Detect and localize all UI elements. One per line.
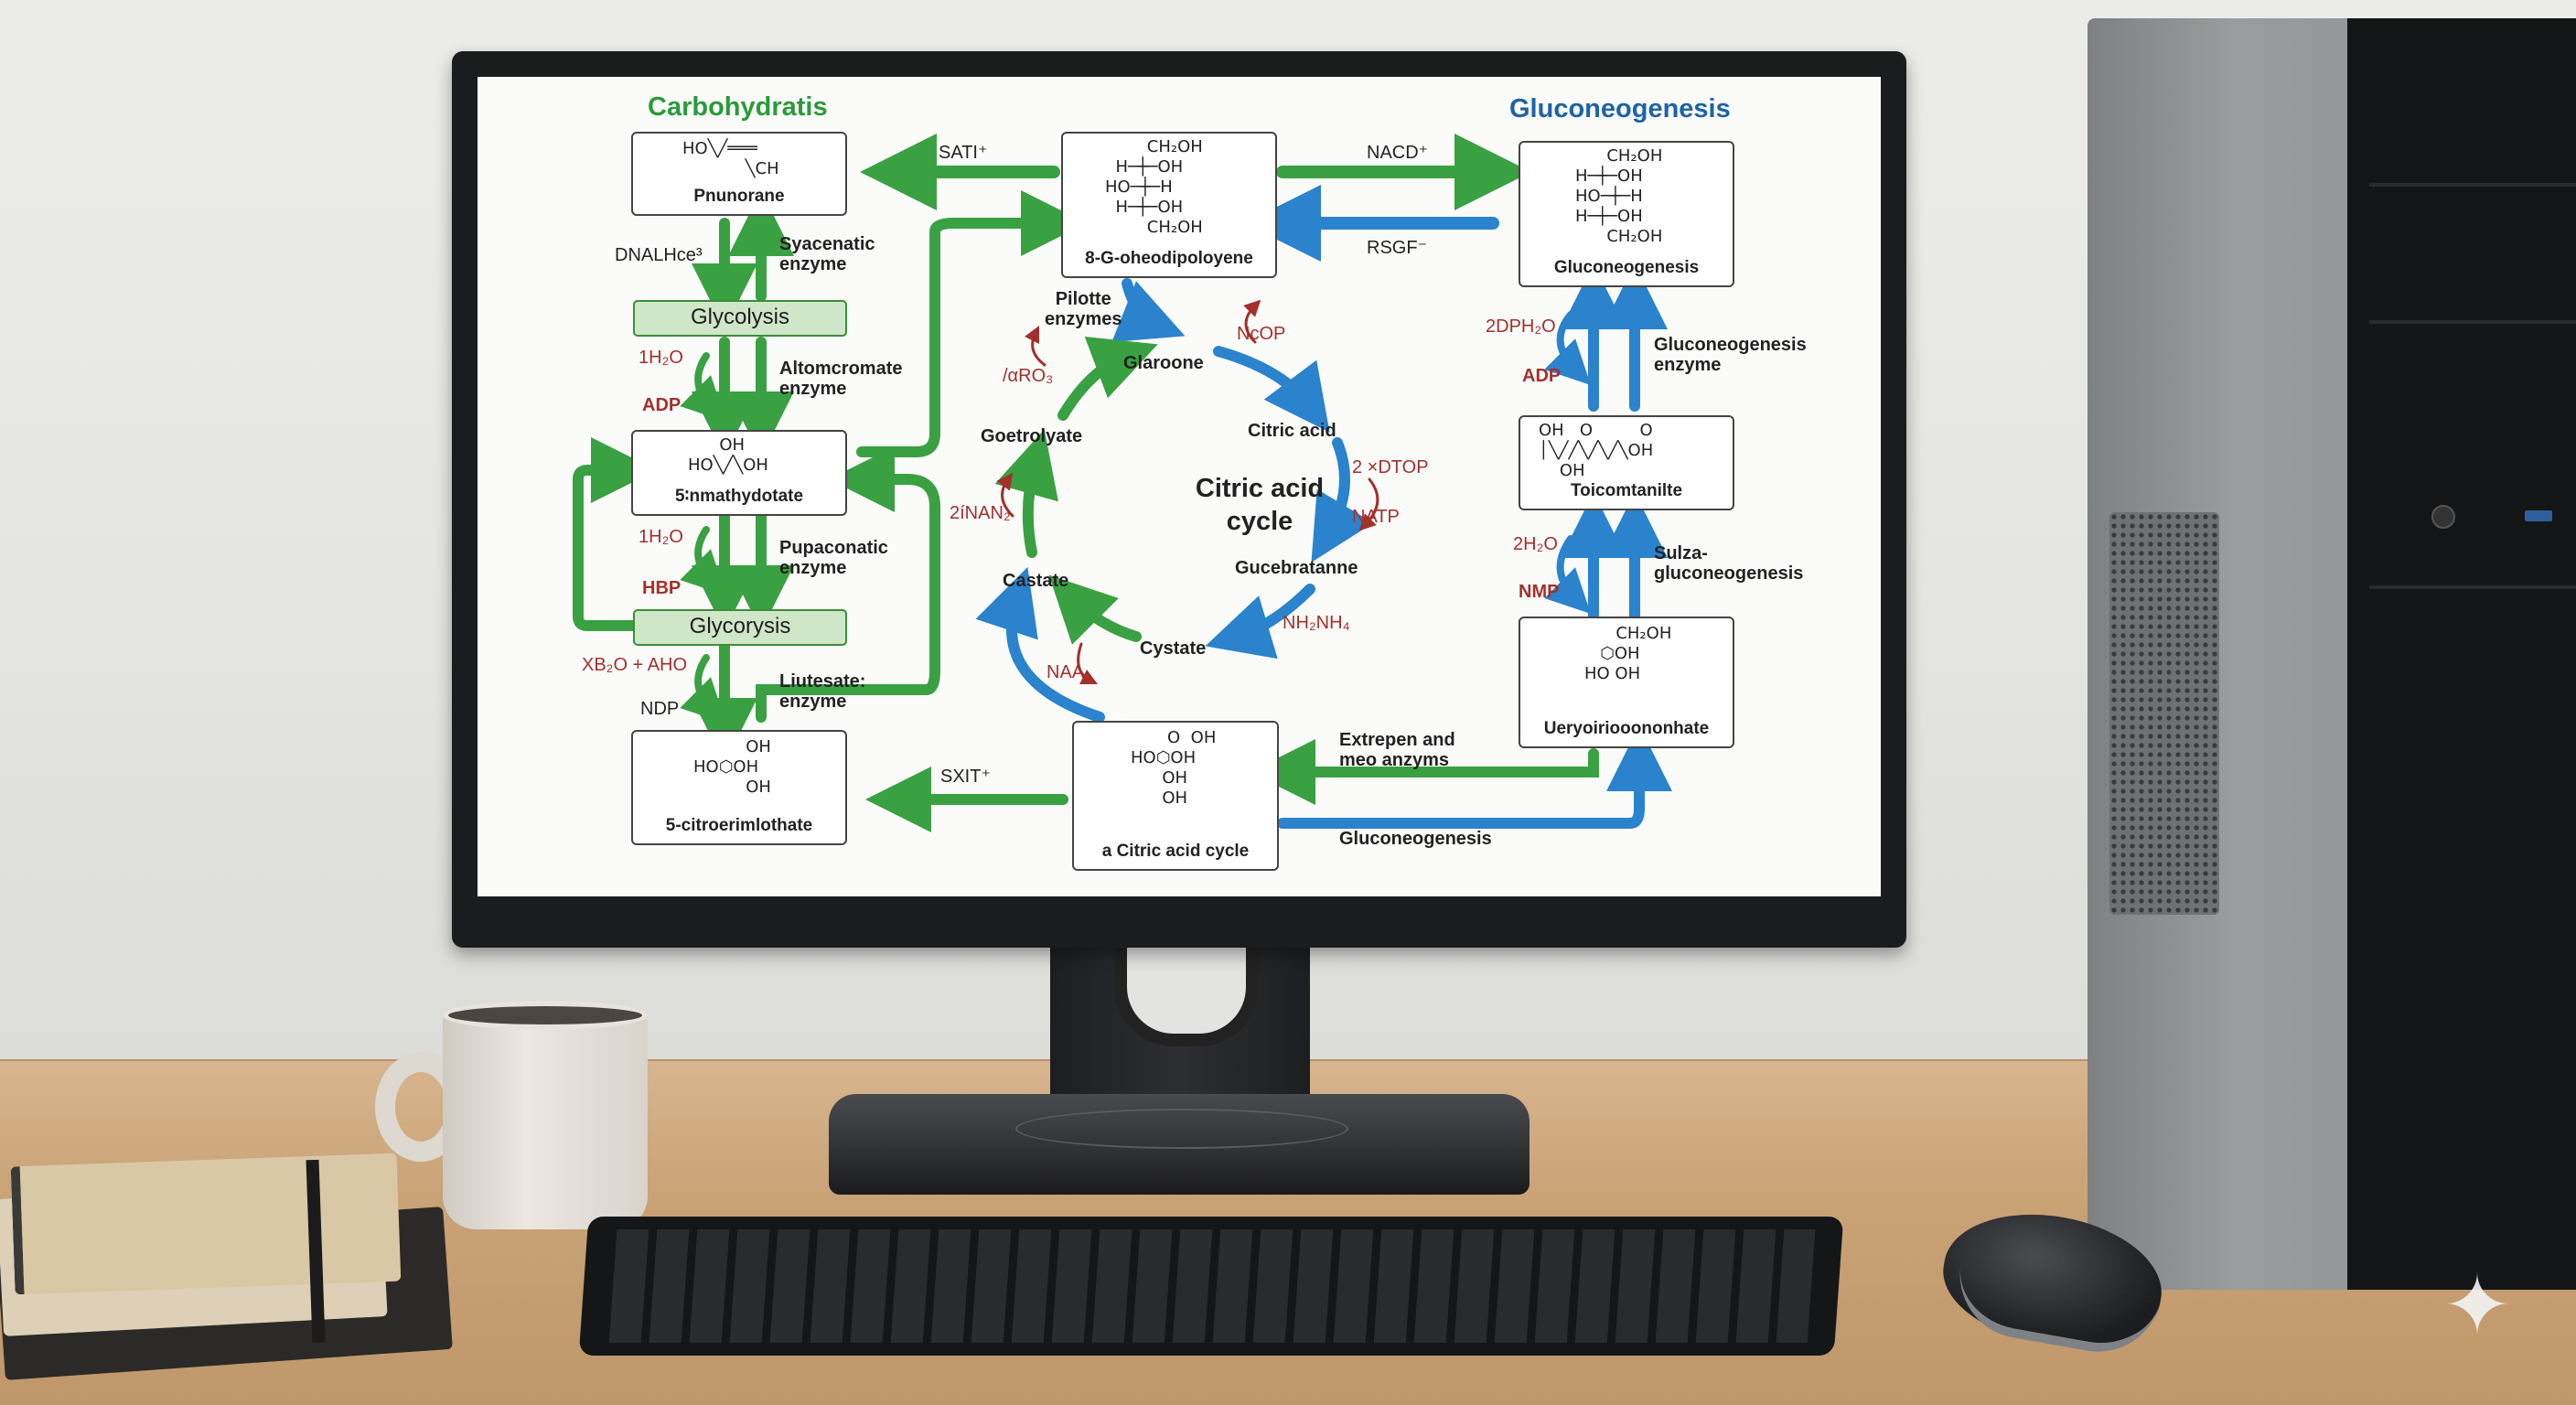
carbohydrates-title: Carbohydratis: [648, 92, 828, 122]
label-sati: SATI⁺: [939, 143, 988, 163]
usb-port: [2525, 510, 2552, 521]
label-pilotte-enzymes: Pilotte enzymes: [1045, 289, 1122, 329]
citric-acid-cycle-title: Citric acid cycle: [1195, 474, 1325, 536]
label-2dph2o: 2DPH₂O: [1486, 316, 1556, 337]
stand-base-ring: [1015, 1109, 1348, 1149]
label-h2o-2: 1H₂O: [639, 527, 683, 547]
molecule-structure: OH HO⬡OH OH: [693, 737, 771, 797]
label-h2o-1: 1H₂O: [639, 348, 683, 368]
molecule-box-gluconeogenesis[interactable]: CH₂OH H─┼─OH HO─┼─H H─┼─OH CH₂OH Glucone…: [1519, 141, 1734, 287]
label-rsgf: RSGF⁻: [1367, 238, 1428, 258]
molecule-box-right-mid[interactable]: OH O O │╲╱╱╲╱╲╱╲OH OH Toicomtanilte: [1519, 415, 1734, 510]
label-aro3: /αRO₃: [1003, 366, 1054, 386]
label-gluconeogenesis-enzyme: Gluconeogenesis enzyme: [1654, 335, 1807, 375]
drive-bay-divider: [2369, 320, 2576, 324]
label-hbp: HBP: [642, 578, 682, 598]
glycorysis-pill: Glycorysis: [633, 609, 847, 646]
sparkle-icon: ✦: [2442, 1260, 2512, 1352]
label-goetrolyate: Goetrolyate: [981, 426, 1083, 446]
label-ncop: NcOP: [1237, 324, 1286, 344]
label-sulza-gluconeogenesis: Sulza- gluconeogenesis: [1654, 543, 1804, 584]
label-ndp: NDP: [640, 699, 680, 719]
side-vent: [2109, 512, 2219, 915]
label-adp-right: ADP: [1522, 366, 1562, 386]
molecule-box-right-bottom[interactable]: CH₂OH ⬡OH HO OH Ueryoiriooononhate: [1519, 617, 1734, 748]
molecule-box-center-bottom[interactable]: O OH HO⬡OH OH OH a Citric acid cycle: [1072, 721, 1279, 871]
label-dnalhce: DNALHce³: [615, 245, 703, 265]
label-anh2: 2íNAN₂: [950, 503, 1011, 523]
drive-bay-divider: [2369, 585, 2576, 589]
drive-bay-divider: [2369, 183, 2576, 187]
label-liutesate-enzyme: Liutesate: enzyme: [779, 671, 866, 712]
label-cystate: Cystate: [1140, 638, 1207, 659]
molecule-structure: OH HO╲╱╲OH: [688, 435, 768, 475]
molecule-name: 5∶nmathydotate: [674, 487, 804, 506]
monitor-screen: Carbohydratis Gluconeogenesis Citric aci…: [478, 77, 1881, 896]
label-gluconeogenesis-bottom: Gluconeogenesis: [1339, 829, 1492, 849]
molecule-structure: CH₂OH H─┼─OH HO─┼─H H─┼─OH CH₂OH: [1575, 146, 1663, 246]
label-nh2nh4: NH₂NH₄: [1283, 613, 1350, 633]
molecule-name: Ueryoiriooononhate: [1543, 719, 1710, 738]
molecule-name: Toicomtanilte: [1570, 481, 1683, 500]
molecule-structure: CH₂OH H─┼─OH HO─┼─H H─┼─OH CH₂OH: [1105, 137, 1203, 237]
label-extrepen-enzymes: Extrepen and meo anzyms: [1339, 730, 1455, 770]
molecule-box-top-center[interactable]: CH₂OH H─┼─OH HO─┼─H H─┼─OH CH₂OH 8-G-ohe…: [1061, 132, 1277, 278]
gluconeogenesis-title: Gluconeogenesis: [1509, 94, 1731, 123]
glycolysis-pill: Glycolysis: [633, 300, 847, 337]
molecule-box-pnunorane[interactable]: HO╲╱═══ ╲CH Pnunorane: [631, 132, 847, 216]
molecule-name: Pnunorane: [693, 187, 785, 206]
label-sxit: SXIT⁺: [940, 767, 992, 787]
mug-rim: [443, 1001, 648, 1030]
label-nmp: NMP: [1519, 582, 1560, 602]
label-pupaconatic-enzyme: Pupaconatic enzyme: [779, 538, 888, 578]
molecule-structure: O OH HO⬡OH OH OH: [1131, 728, 1217, 808]
coffee-mug: [443, 1010, 648, 1229]
molecule-name: a Citric acid cycle: [1101, 842, 1250, 861]
label-natp: NATP: [1352, 507, 1400, 527]
label-2xdtop: 2 ×DTOP: [1352, 457, 1429, 477]
label-adp-1: ADP: [642, 395, 682, 415]
label-xb2o: XB₂O + AHO: [582, 655, 688, 675]
molecule-name: 8-G-oheodipoloyene: [1085, 249, 1253, 268]
molecule-box-left-bottom[interactable]: OH HO⬡OH OH 5-citroerimlothate: [631, 730, 847, 845]
molecule-box-left-mid[interactable]: OH HO╲╱╲OH 5∶nmathydotate: [631, 430, 847, 516]
label-2h2o: 2H₂O: [1513, 534, 1558, 554]
label-glaroone: Glaroone: [1123, 353, 1204, 373]
label-syacenatic-enzyme: Syacenatic enzyme: [779, 234, 875, 274]
molecule-structure: CH₂OH ⬡OH HO OH: [1584, 624, 1672, 683]
molecule-structure: HO╲╱═══ ╲CH: [682, 139, 779, 178]
keyboard-keys[interactable]: [608, 1229, 1816, 1343]
label-castate: Castate: [1003, 571, 1069, 591]
pathway-arrows: [573, 134, 1672, 832]
molecule-name: Gluconeogenesis: [1553, 258, 1700, 277]
label-naa: NAA: [1046, 662, 1085, 682]
molecule-name: 5-citroerimlothate: [665, 816, 813, 835]
label-altomcromate-enzyme: Altomcromate enzyme: [779, 359, 903, 399]
power-button[interactable]: [2431, 505, 2455, 529]
label-nacd: NACD⁺: [1367, 143, 1429, 163]
pc-tower-front-panel: [2347, 18, 2576, 1290]
label-citric-acid: Citric acid: [1248, 421, 1336, 441]
molecule-structure: OH O O │╲╱╱╲╱╲╱╲OH OH: [1539, 421, 1654, 480]
notebook-spiral: [10, 1153, 402, 1295]
cable-management-hole: [1114, 942, 1259, 1046]
label-gucebratanne: Gucebratanne: [1235, 558, 1358, 578]
